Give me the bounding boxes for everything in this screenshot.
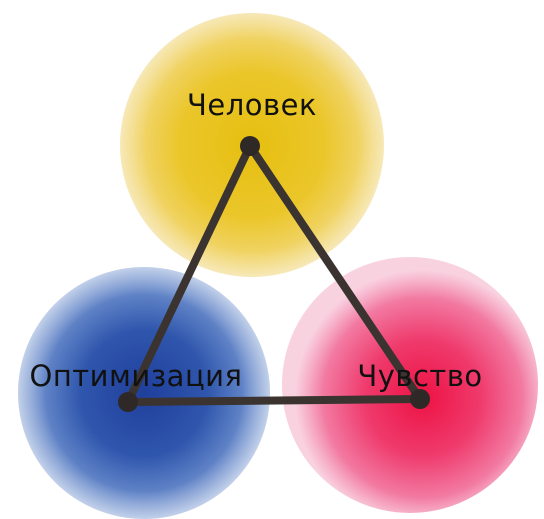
edge-left-right [124,395,424,406]
edge-top-right [246,142,424,403]
label-chuvstvo: Чувство [357,359,482,393]
edge-top-left [124,142,254,406]
label-optimizatsiya: Оптимизация [30,359,243,393]
vertex-dot-left [118,392,138,412]
vertex-dot-top [240,136,260,156]
triangle-edges [124,142,424,406]
label-chelovek: Человек [187,88,317,122]
blue-circle [18,267,270,519]
vertex-dot-right [410,389,430,409]
